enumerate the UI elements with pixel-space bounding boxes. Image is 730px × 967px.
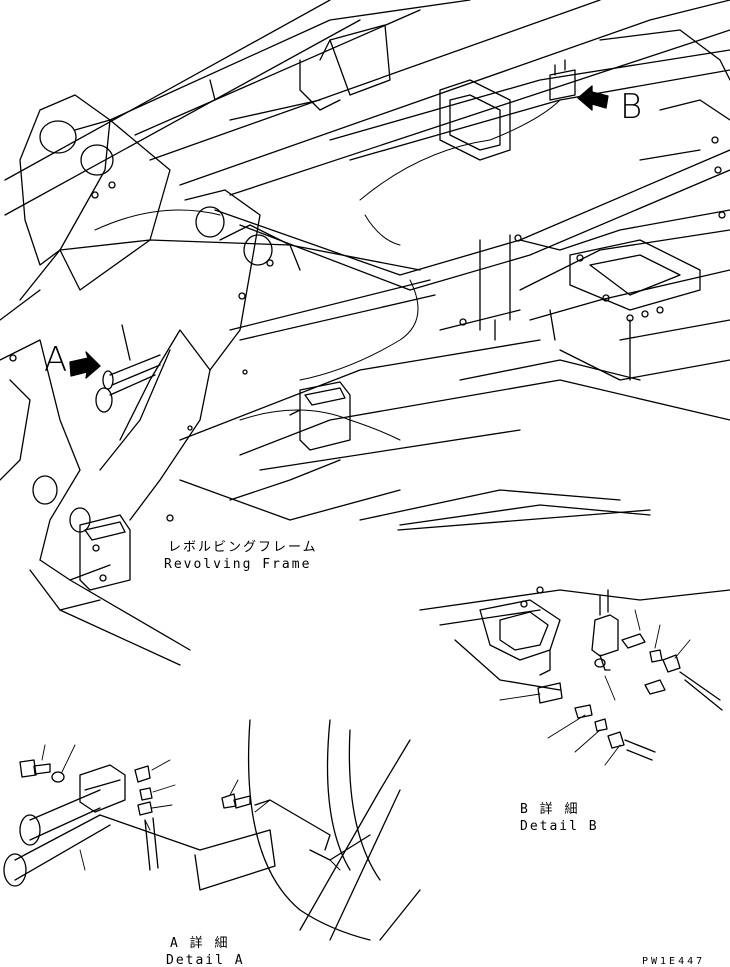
detail-a-title-en: Detail A xyxy=(166,953,245,967)
detail-a-drawing xyxy=(3,719,421,941)
detail-b-drawing xyxy=(397,509,730,766)
drawing-code: PW1E447 xyxy=(642,956,706,967)
detail-b-title-en: Detail B xyxy=(520,819,599,834)
detail-b-title-jp: B 詳 細 xyxy=(520,802,580,817)
revolving-frame-drawing xyxy=(0,0,730,666)
frame-label-jp: レボルビングフレーム xyxy=(168,540,318,555)
frame-label-en: Revolving Frame xyxy=(164,557,312,572)
view-b-letter: B xyxy=(620,87,643,127)
view-a-letter: A xyxy=(44,340,68,380)
detail-a-title-jp: A 詳 細 xyxy=(170,936,230,951)
